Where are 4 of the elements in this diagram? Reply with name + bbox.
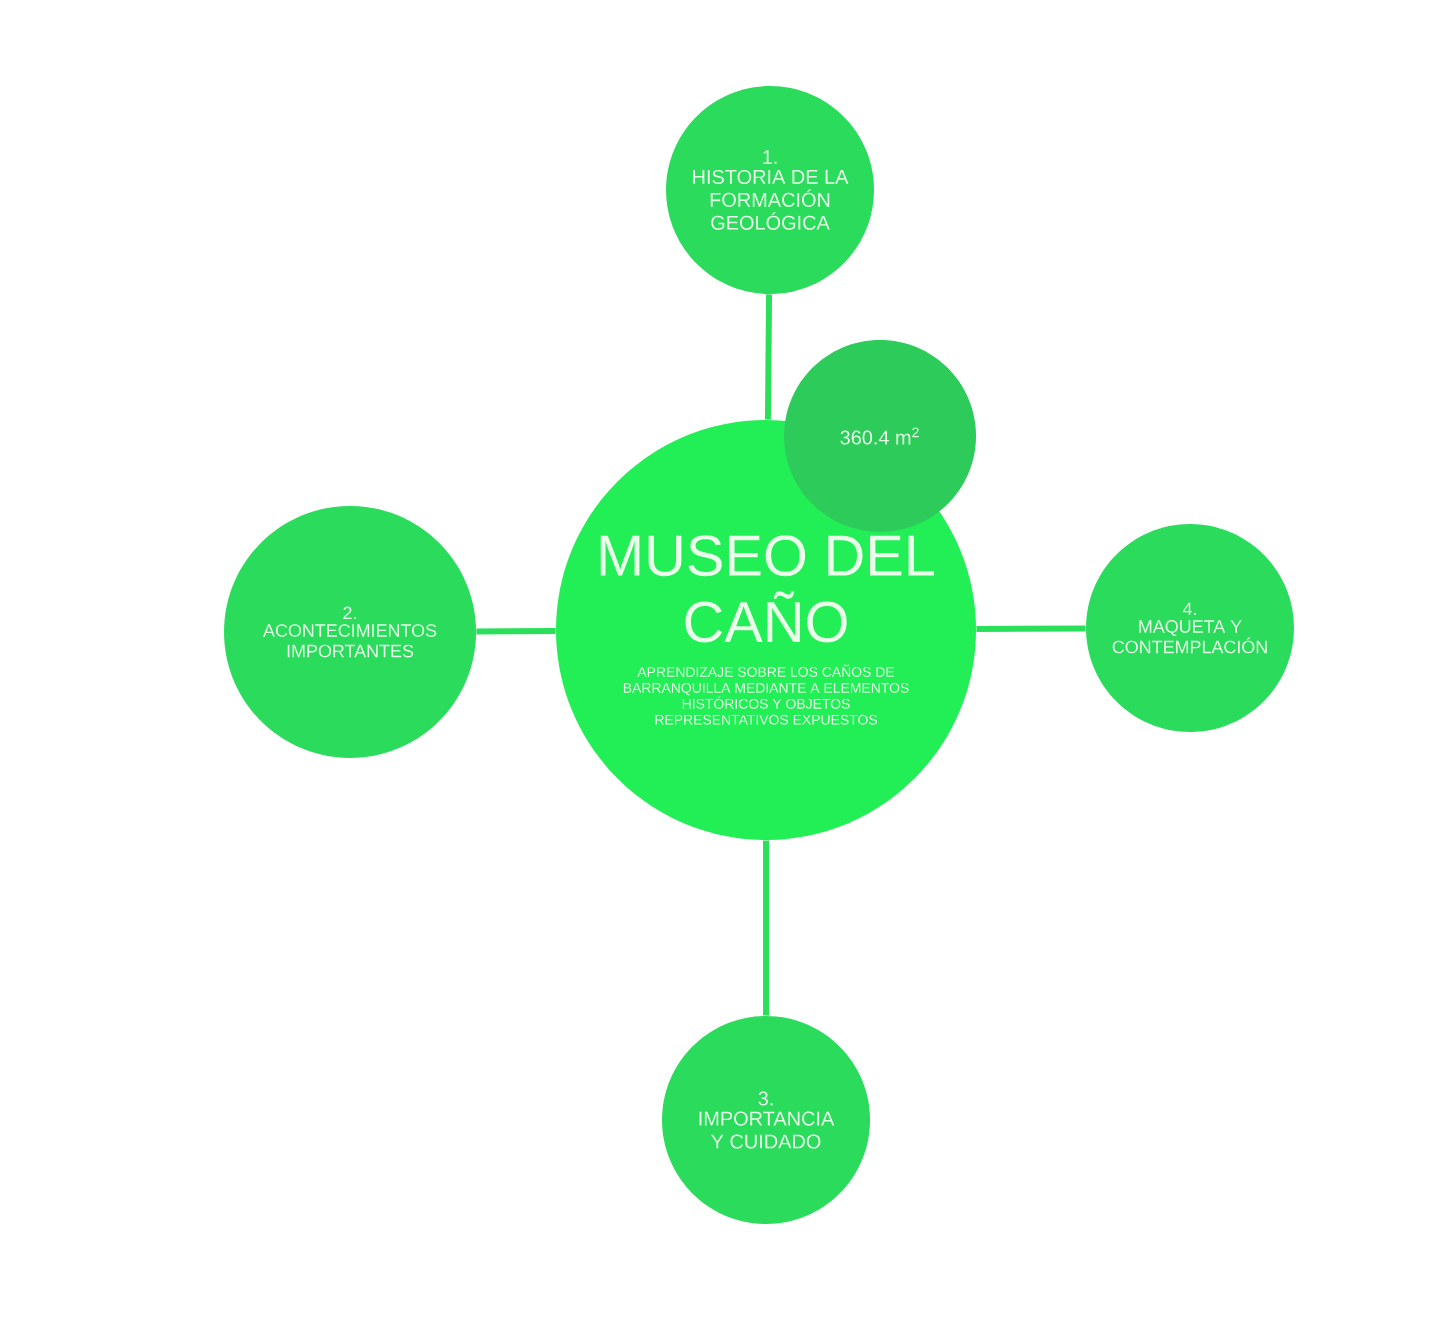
connector-line — [476, 628, 556, 635]
connector-line — [976, 625, 1086, 632]
connector-line — [764, 294, 773, 420]
connector-line — [763, 840, 769, 1016]
